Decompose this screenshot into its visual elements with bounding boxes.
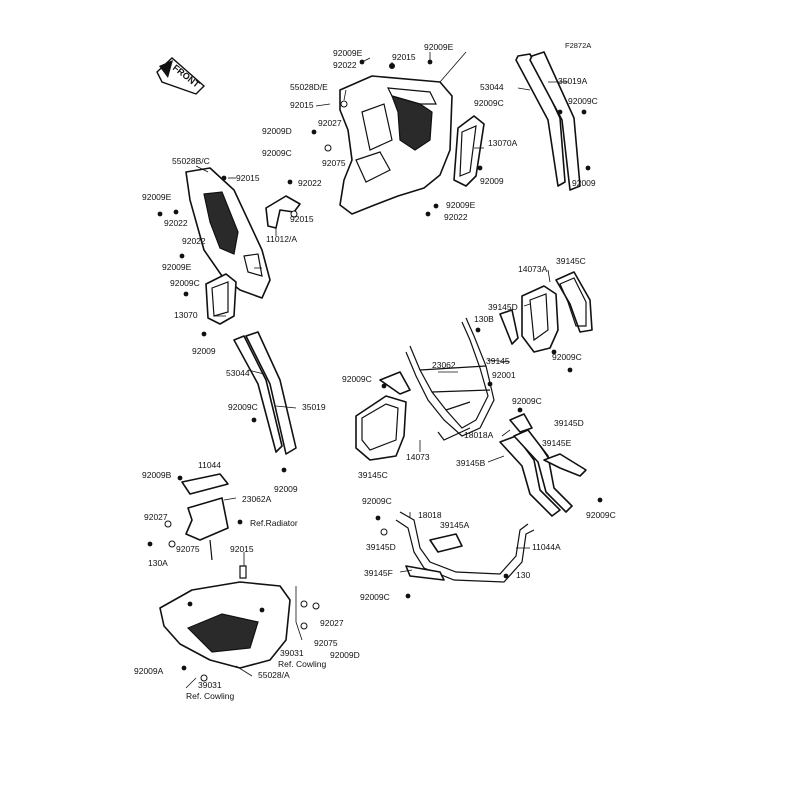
vent-13070 [205, 273, 237, 325]
label-39145f: 39145F [364, 568, 393, 578]
label-55028a: 55028/A [258, 670, 290, 680]
label-92027: 92027 [144, 512, 168, 522]
label-92075: 92075 [322, 158, 346, 168]
label-92001: 92001 [492, 370, 516, 380]
label-39145b: 39145B [456, 458, 486, 468]
label-39145d: 39145D [554, 418, 584, 428]
label-92075: 92075 [176, 544, 200, 554]
label-92022: 92022 [298, 178, 322, 188]
label-92009a: 92009A [134, 666, 164, 676]
label-92009c: 92009C [228, 402, 258, 412]
cover-14073a [521, 271, 593, 353]
label-92009e: 92009E [333, 48, 363, 58]
label-35019a: 35019A [558, 76, 588, 86]
bracket-23062a [181, 473, 229, 561]
hardware-fasteners [147, 59, 603, 682]
label-92015: 92015 [392, 52, 416, 62]
label-39145c: 39145C [556, 256, 586, 266]
label-92015: 92015 [230, 544, 254, 554]
label-92009d: 92009D [262, 126, 292, 136]
label-92009c: 92009C [586, 510, 616, 520]
label-13070: 13070 [174, 310, 198, 320]
bracket-11012a [265, 195, 301, 229]
label-39145: 39145 [486, 356, 510, 366]
label-92015: 92015 [290, 100, 314, 110]
label-130: 130 [516, 570, 530, 580]
label-92022: 92022 [333, 60, 357, 70]
label-39031: 39031 [280, 648, 304, 658]
label-92022: 92022 [444, 212, 468, 222]
label-92009c: 92009C [170, 278, 200, 288]
label-92015: 92015 [290, 214, 314, 224]
label-92009b: 92009B [142, 470, 172, 480]
trim-strips-upper-right [515, 51, 581, 191]
label-92075: 92075 [314, 638, 338, 648]
label-23062a: 23062A [242, 494, 272, 504]
label-92009c: 92009C [512, 396, 542, 406]
label-39145e: 39145E [542, 438, 572, 448]
label-92027: 92027 [318, 118, 342, 128]
label-92015: 92015 [236, 173, 260, 183]
label-92022: 92022 [164, 218, 188, 228]
figure-code: F2872A [565, 41, 591, 50]
label-92009c: 92009C [342, 374, 372, 384]
label-92009c: 92009C [360, 592, 390, 602]
vent-13070a [453, 115, 485, 187]
label-39145d: 39145D [366, 542, 396, 552]
label-23062: 23062 [432, 360, 456, 370]
label-39145c: 39145C [358, 470, 388, 480]
label-55028bc: 55028B/C [172, 156, 210, 166]
rubber-strips-right [499, 309, 587, 517]
label-11012a: 11012/A [266, 234, 297, 244]
label-92009e: 92009E [162, 262, 192, 272]
label-92027: 92027 [320, 618, 344, 628]
label-35019: 35019 [302, 402, 326, 412]
label-92009c: 92009C [568, 96, 598, 106]
label-39145a: 39145A [440, 520, 470, 530]
under-cowl-55028a [159, 565, 291, 669]
label-92009e: 92009E [446, 200, 476, 210]
label-13070a: 13070A [488, 138, 518, 148]
label-130b: 130B [474, 314, 494, 324]
label-130a: 130A [148, 558, 168, 568]
label-92009d: 92009D [330, 650, 360, 660]
label-39031: 39031 [198, 680, 222, 690]
inner-cowl-55028de [339, 75, 453, 215]
label-53044: 53044 [226, 368, 250, 378]
label-53044: 53044 [480, 82, 504, 92]
leader-lines [185, 51, 568, 689]
label-92009: 92009 [480, 176, 504, 186]
cover-14073 [355, 371, 411, 461]
label-92022: 92022 [182, 236, 206, 246]
label-11044: 11044 [198, 460, 221, 470]
label-14073: 14073 [406, 452, 430, 462]
label-ref-cowling: Ref. Cowling [186, 691, 234, 701]
label-14073a: 14073A [518, 264, 548, 274]
label-ref-radiator: Ref.Radiator [250, 518, 298, 528]
label-ref-cowling: Ref. Cowling [278, 659, 326, 669]
label-92009c: 92009C [262, 148, 292, 158]
label-39145d: 39145D [488, 302, 518, 312]
label-92009: 92009 [274, 484, 298, 494]
label-92009: 92009 [572, 178, 596, 188]
label-18018a: 18018A [464, 430, 494, 440]
label-92009e: 92009E [424, 42, 454, 52]
label-55028de: 55028D/E [290, 82, 328, 92]
front-arrow: FRONT [156, 57, 206, 95]
label-92009: 92009 [192, 346, 216, 356]
label-92009c: 92009C [474, 98, 504, 108]
label-11044a: 11044A [532, 542, 561, 552]
bracket-11044a [395, 511, 535, 583]
part-labels: 92009E 92015 92009E 92022 55028D/E 92015… [134, 42, 616, 701]
label-92009e: 92009E [142, 192, 172, 202]
label-92009c: 92009C [362, 496, 392, 506]
trim-strips-lower-left [233, 331, 297, 455]
label-92009c: 92009C [552, 352, 582, 362]
label-18018: 18018 [418, 510, 442, 520]
inner-cowl-55028bc [185, 167, 271, 299]
stay-23062 [405, 317, 495, 441]
